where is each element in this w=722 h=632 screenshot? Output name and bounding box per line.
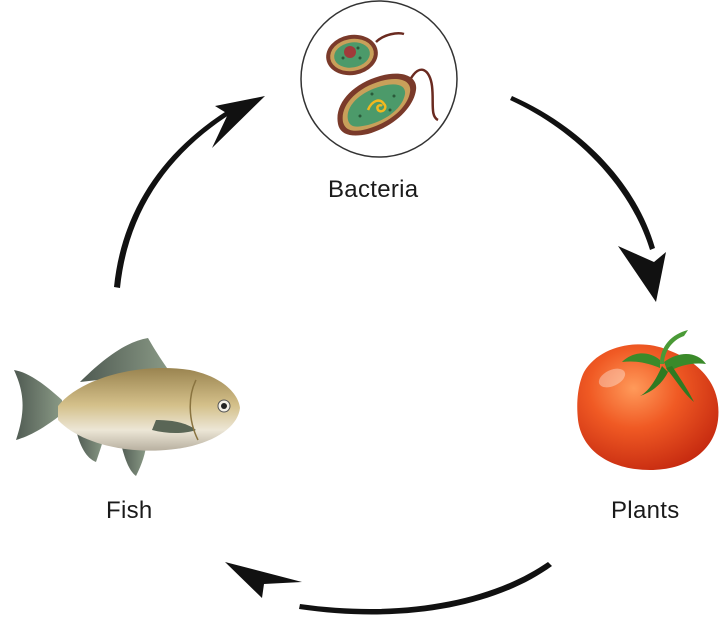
arrow-fish-to-bacteria [114,96,265,288]
fish-icon [14,338,240,476]
arrow-bacteria-to-plants [510,96,666,302]
plants-label: Plants [611,497,680,525]
arrow-plants-to-fish [225,562,552,615]
tomato-icon [577,330,718,470]
bacteria-label: Bacteria [328,176,418,204]
bacteria-icon [301,1,457,157]
fish-label: Fish [106,497,153,525]
